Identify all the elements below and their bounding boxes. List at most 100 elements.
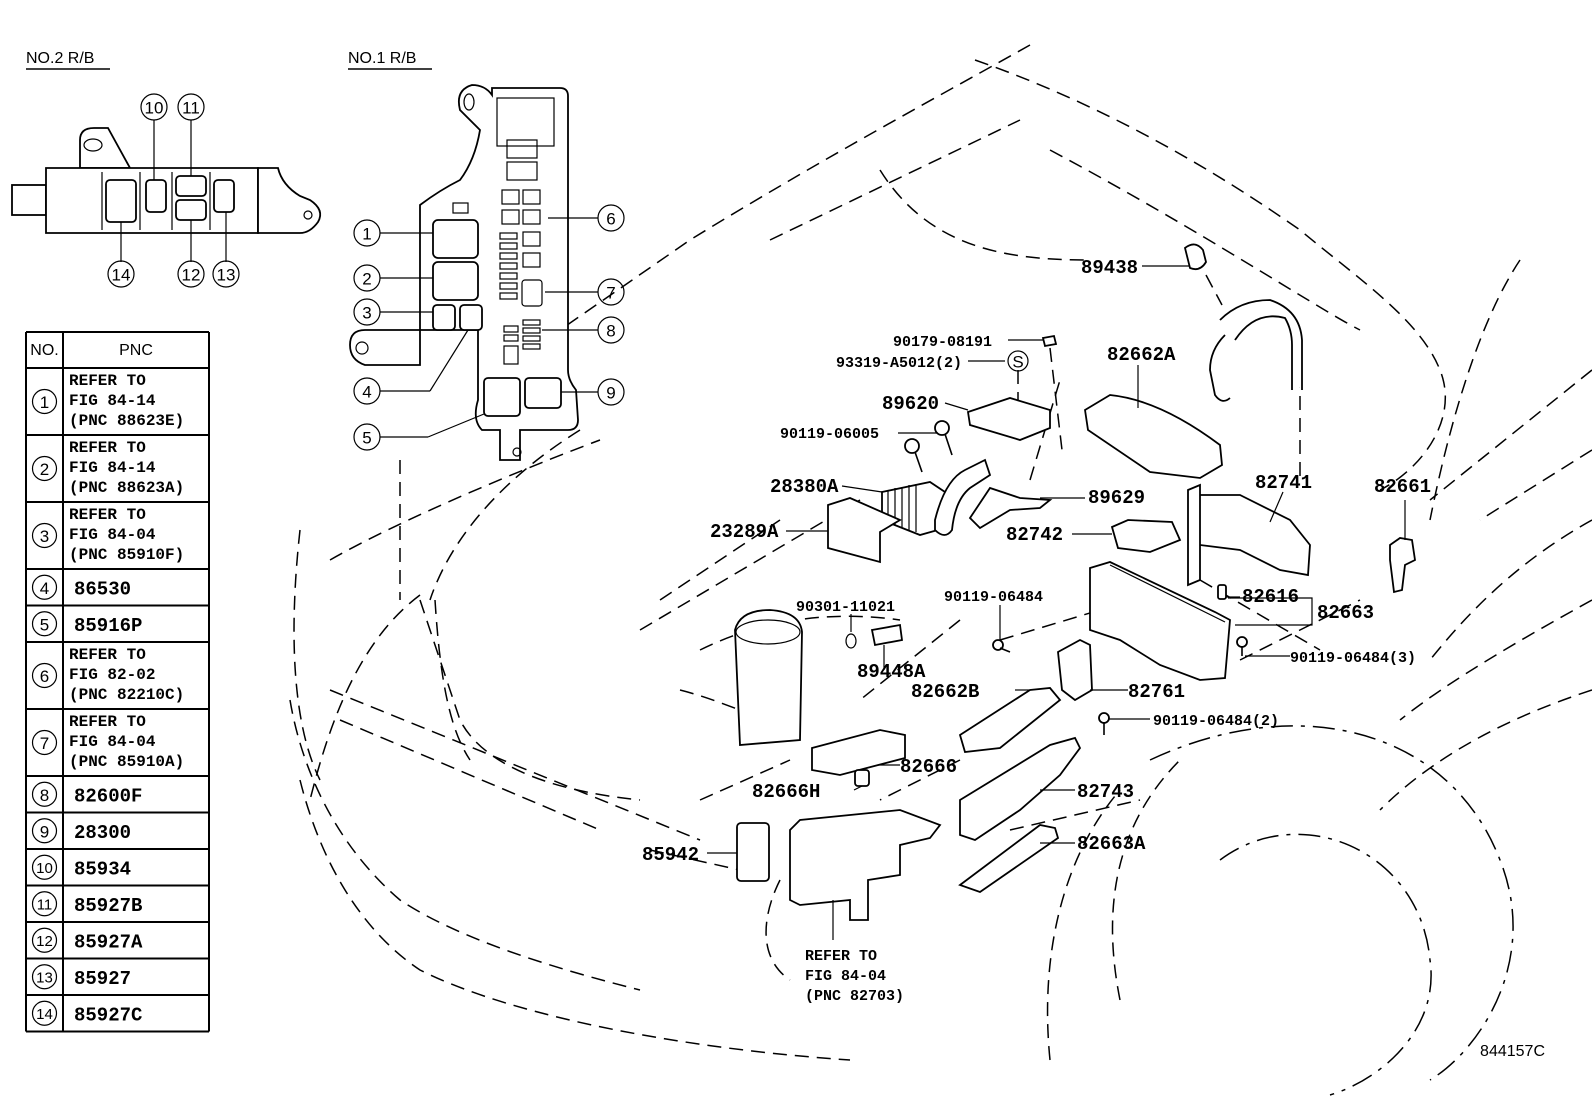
label-90179-08191: 90179-08191	[893, 334, 992, 351]
part-labels: 89438 90179-08191 93319-A5012(2) 82662A …	[642, 257, 1431, 1005]
row-number: 5	[40, 615, 49, 634]
relay-block-2-diagram: NO.2 R/B	[11, 50, 322, 262]
row-number-circle	[31, 455, 58, 482]
svg-text:S: S	[1012, 353, 1023, 372]
svg-text:6: 6	[606, 210, 615, 229]
label-85942: 85942	[642, 844, 699, 866]
part-82742-shape	[1110, 519, 1182, 553]
row-pnc-line: FIG 84-14	[69, 392, 156, 410]
row-number: 8	[40, 786, 49, 805]
row-pnc-line: REFER TO	[69, 646, 146, 664]
refer-note-line-2: FIG 84-04	[805, 968, 886, 985]
row-number: 1	[40, 393, 49, 412]
callout-2: 2	[353, 264, 381, 292]
row-number: 7	[40, 734, 49, 753]
table-row: 7 REFER TO FIG 84-04 (PNC 85910A)	[31, 713, 184, 771]
row-number-circle	[31, 891, 58, 917]
row-number-circle	[31, 522, 58, 549]
part-82666H-shape	[854, 769, 870, 787]
callout-4: 4	[353, 377, 381, 405]
label-90119-06484-3: 90119-06484(3)	[1290, 650, 1416, 667]
row-pnc-line: (PNC 88623E)	[69, 412, 184, 430]
table-header-pnc: PNC	[119, 342, 153, 359]
label-82743: 82743	[1077, 781, 1134, 803]
row-pnc-line: (PNC 85910F)	[69, 546, 184, 564]
label-89629: 89629	[1088, 487, 1145, 509]
svg-text:12: 12	[182, 266, 201, 285]
callout-13: 13	[212, 260, 240, 288]
label-89448A: 89448A	[857, 661, 926, 683]
part-89448A-shape	[870, 623, 904, 647]
label-23289A: 23289A	[710, 521, 779, 543]
label-82663: 82663	[1317, 602, 1374, 624]
row-number-circle	[31, 662, 58, 689]
callout-9: 9	[597, 378, 625, 406]
row-pnc: 85916P	[74, 615, 142, 637]
row-pnc-line: (PNC 82210C)	[69, 686, 184, 704]
row-number-circle	[31, 1000, 58, 1026]
relay-block-1-diagram: NO.1 R/B	[348, 50, 598, 461]
svg-text:13: 13	[217, 266, 236, 285]
row-number-circle	[31, 927, 58, 953]
part-82741-shape	[1187, 483, 1311, 587]
row-number-circle	[31, 729, 58, 756]
row-number: 4	[40, 579, 49, 598]
part-82743-shape	[959, 736, 1082, 841]
label-82616: 82616	[1242, 586, 1299, 608]
row-pnc: 82600F	[74, 785, 142, 807]
row-number: 12	[36, 933, 53, 950]
label-90119-06005: 90119-06005	[780, 426, 879, 443]
row-number-circle	[31, 854, 58, 880]
label-90119-06484-2: 90119-06484(2)	[1153, 713, 1279, 730]
part-23289A-shape	[827, 497, 902, 564]
relay-block-1-callouts: 1 2 3 4 5 6 7 8 9	[353, 204, 625, 451]
row-pnc: 85927B	[74, 895, 142, 917]
part-90301-shape	[845, 633, 857, 649]
part-82662A-shape	[1084, 394, 1223, 479]
relay-block-2-title: NO.2 R/B	[26, 50, 94, 67]
label-90119-06484: 90119-06484	[944, 589, 1043, 606]
label-82662A: 82662A	[1107, 344, 1176, 366]
relay-block-1-title: NO.1 R/B	[348, 50, 416, 67]
label-89438: 89438	[1081, 257, 1138, 279]
row-pnc: 85934	[74, 858, 131, 880]
row-number-circle	[31, 964, 58, 990]
row-pnc: 28300	[74, 822, 131, 844]
svg-text:11: 11	[182, 99, 200, 118]
callout-7: 7	[597, 278, 625, 306]
label-82666: 82666	[900, 756, 957, 778]
svg-text:10: 10	[145, 99, 164, 118]
label-89620: 89620	[882, 393, 939, 415]
row-number-circle	[31, 781, 58, 807]
row-pnc-line: (PNC 85910A)	[69, 753, 184, 771]
svg-text:4: 4	[362, 383, 371, 402]
label-82666H: 82666H	[752, 781, 820, 803]
callout-10: 10	[140, 93, 168, 121]
part-82666-shape	[811, 729, 906, 776]
svg-text:3: 3	[362, 304, 371, 323]
part-82663-shape	[1089, 561, 1231, 681]
row-pnc: 85927	[74, 968, 131, 990]
row-pnc: 85927C	[74, 1004, 142, 1026]
row-pnc-line: FIG 84-14	[69, 459, 156, 477]
row-pnc-line: FIG 84-04	[69, 526, 156, 544]
part-82661-shape	[1389, 537, 1416, 594]
callout-11: 11	[177, 93, 205, 121]
row-number-circle	[31, 818, 58, 844]
svg-text:2: 2	[362, 270, 371, 289]
callout-1: 1	[353, 219, 381, 247]
row-pnc-line: REFER TO	[69, 713, 146, 731]
label-93319-A5012: 93319-A5012(2)	[836, 355, 962, 372]
callout-6: 6	[597, 204, 625, 232]
row-pnc-line: FIG 84-04	[69, 733, 156, 751]
